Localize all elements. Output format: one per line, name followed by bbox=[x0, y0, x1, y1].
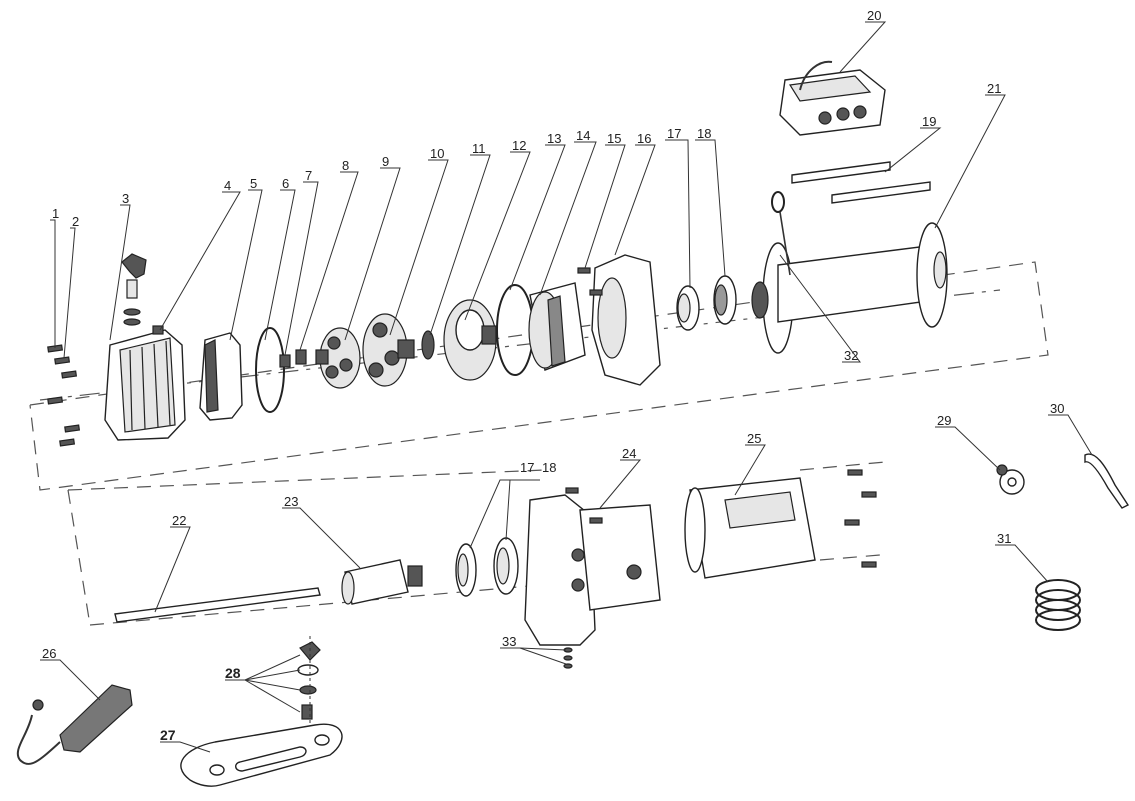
callout-18: 18 bbox=[697, 126, 711, 141]
cable-drum bbox=[751, 222, 948, 354]
winch-hook bbox=[996, 464, 1025, 495]
callout-18-lower: 18 bbox=[542, 460, 556, 475]
callout-30: 30 bbox=[1050, 401, 1064, 416]
callout-12: 12 bbox=[512, 138, 526, 153]
fairlead-bolt-set bbox=[297, 636, 321, 725]
callout-20: 20 bbox=[867, 8, 881, 23]
mounting-washers bbox=[563, 647, 573, 669]
callout-17-lower: 17 bbox=[520, 460, 534, 475]
callout-labels: 1 2 3 4 5 6 7 8 9 10 11 12 13 14 15 16 1… bbox=[42, 8, 1064, 743]
callout-5: 5 bbox=[250, 176, 257, 191]
thrust-washer bbox=[421, 330, 435, 360]
callout-4: 4 bbox=[224, 178, 231, 193]
callout-1: 1 bbox=[52, 206, 59, 221]
callout-16: 16 bbox=[637, 131, 651, 146]
callout-9: 9 bbox=[382, 154, 389, 169]
callout-25: 25 bbox=[747, 431, 761, 446]
gear-housing-drum bbox=[528, 282, 586, 371]
callout-24: 24 bbox=[622, 446, 636, 461]
remote-control bbox=[16, 684, 133, 765]
hawse-fairlead bbox=[180, 723, 343, 787]
output-carrier bbox=[443, 299, 497, 381]
callout-21: 21 bbox=[987, 81, 1001, 96]
end-cap-screws bbox=[47, 344, 81, 447]
callout-2: 2 bbox=[72, 214, 79, 229]
callout-19: 19 bbox=[922, 114, 936, 129]
callout-28: 28 bbox=[225, 665, 241, 681]
drive-pinion bbox=[279, 349, 307, 368]
ring-gear bbox=[199, 332, 243, 421]
callout-13: 13 bbox=[547, 131, 561, 146]
callout-6: 6 bbox=[282, 176, 289, 191]
callout-23: 23 bbox=[284, 494, 298, 509]
clutch-knob bbox=[121, 253, 147, 326]
callout-8: 8 bbox=[342, 158, 349, 173]
motor-housing bbox=[684, 469, 877, 579]
drive-shaft bbox=[114, 587, 321, 623]
lower-bushing-18 bbox=[493, 537, 519, 595]
callout-32: 32 bbox=[844, 348, 858, 363]
gear-end-housing bbox=[104, 325, 186, 441]
cable-coil bbox=[1035, 579, 1081, 631]
brake-assembly bbox=[341, 559, 423, 605]
cable-loop bbox=[771, 191, 791, 276]
callout-14: 14 bbox=[576, 128, 590, 143]
planetary-carrier-2 bbox=[362, 313, 415, 387]
callout-11: 11 bbox=[472, 141, 486, 156]
callout-29: 29 bbox=[937, 413, 951, 428]
callout-17: 17 bbox=[667, 126, 681, 141]
bushing-17 bbox=[676, 285, 700, 331]
callout-10: 10 bbox=[430, 146, 444, 161]
hook-strap bbox=[1084, 453, 1130, 509]
leader-lines bbox=[40, 21, 1093, 753]
callout-26: 26 bbox=[42, 646, 56, 661]
callout-22: 22 bbox=[172, 513, 186, 528]
drum-support-bracket bbox=[577, 254, 661, 386]
bushing-18 bbox=[713, 275, 737, 325]
upper-assembly-outline bbox=[29, 261, 1049, 491]
callout-7: 7 bbox=[305, 168, 312, 183]
lower-assembly-outline bbox=[67, 469, 546, 491]
planetary-carrier-1 bbox=[315, 327, 361, 389]
callout-31: 31 bbox=[997, 531, 1011, 546]
lower-bushing-17 bbox=[455, 543, 477, 597]
tie-rods bbox=[791, 161, 931, 204]
callout-33: 33 bbox=[502, 634, 516, 649]
motor-end-bracket bbox=[524, 487, 661, 646]
snap-ring bbox=[255, 327, 285, 413]
callout-3: 3 bbox=[122, 191, 129, 206]
o-ring bbox=[496, 284, 534, 376]
callout-27: 27 bbox=[160, 727, 176, 743]
control-box bbox=[779, 60, 886, 136]
callout-15: 15 bbox=[607, 131, 621, 146]
